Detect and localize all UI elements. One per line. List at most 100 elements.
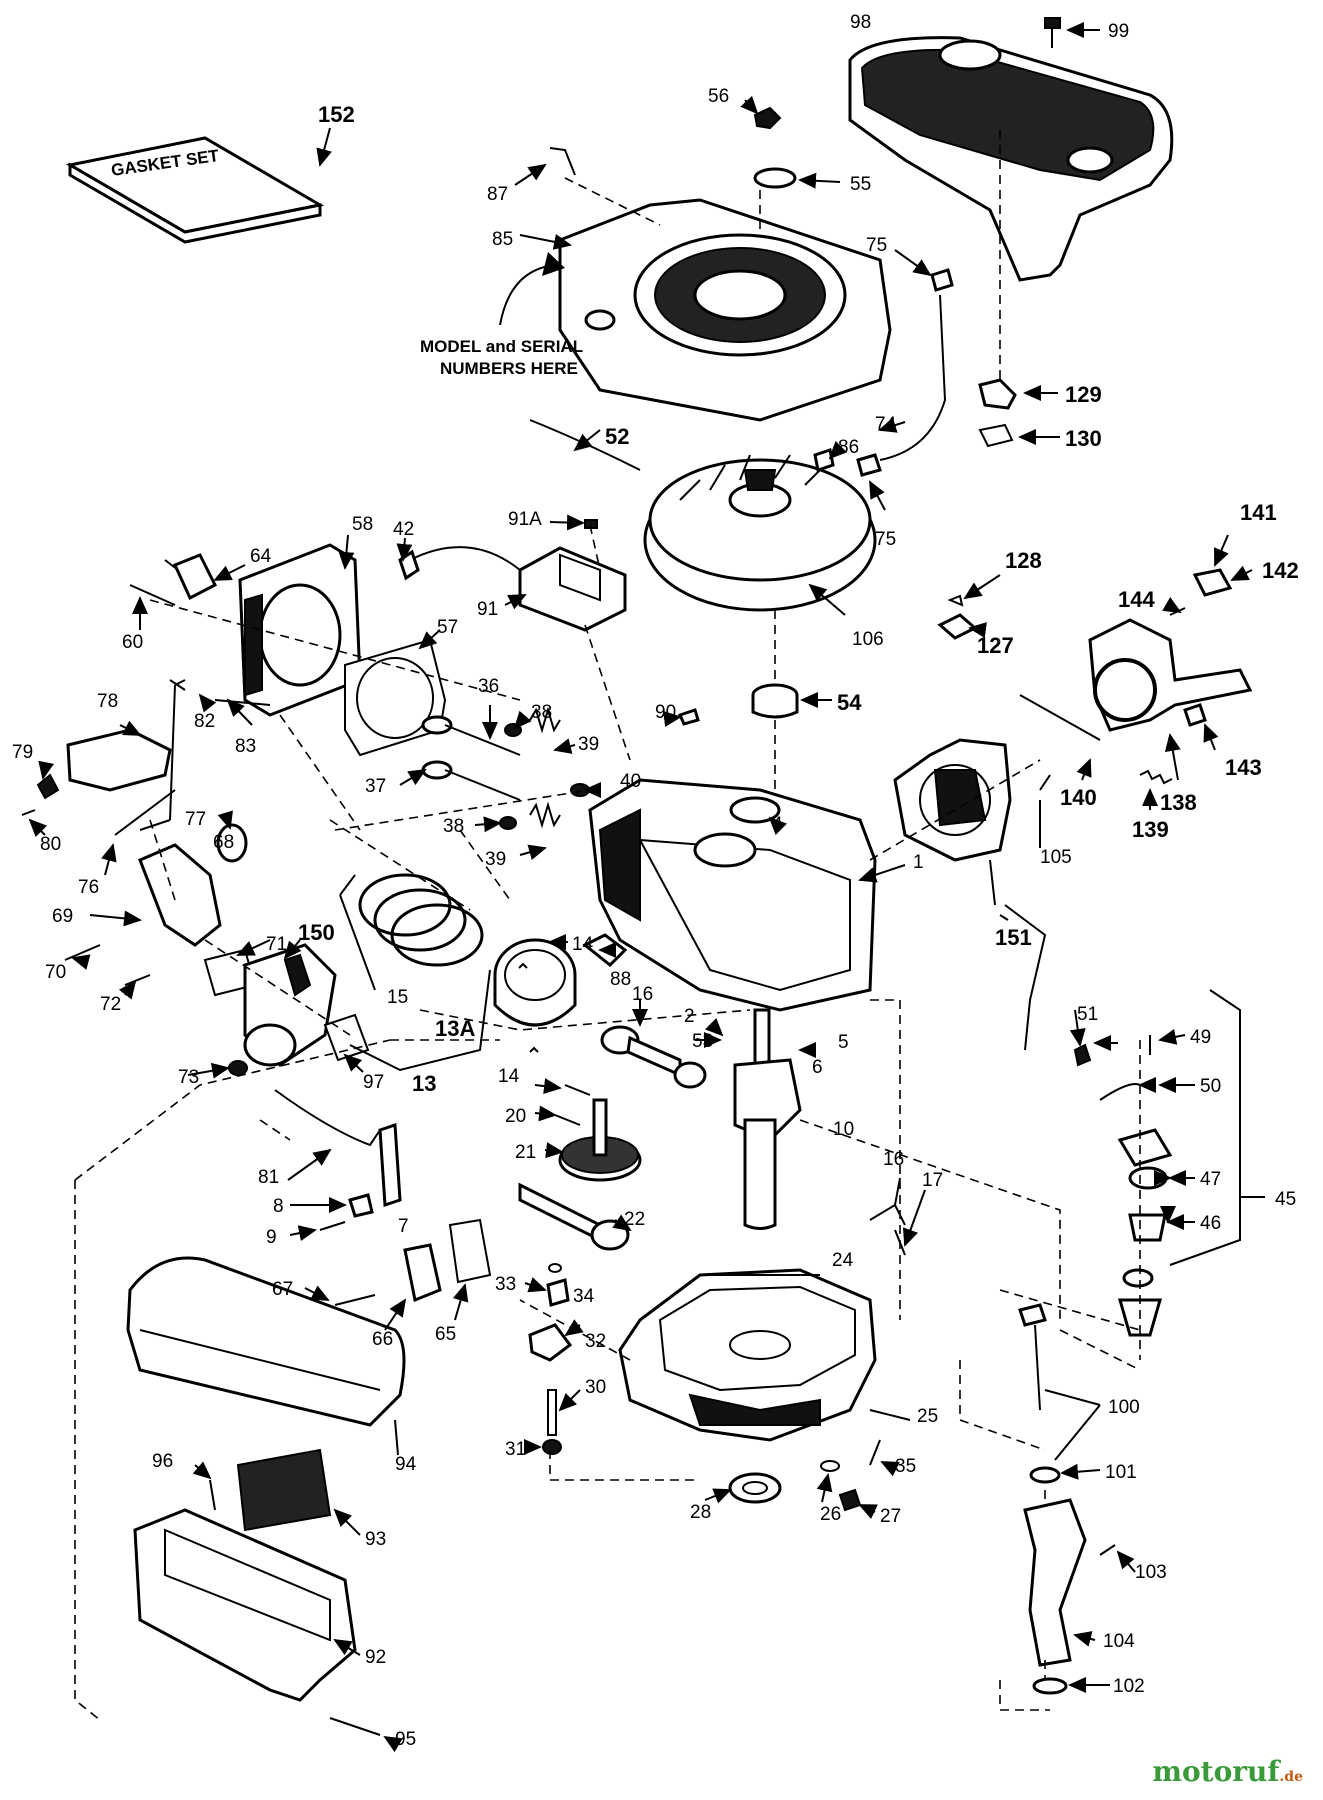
clip-75 xyxy=(930,268,954,292)
part-number-labels: 152 98 99 56 55 87 85 75 129 130 74 52 8… xyxy=(12,12,1299,1750)
label-5: 5 xyxy=(838,1032,849,1053)
label-91A: 91A xyxy=(508,509,542,530)
label-95: 95 xyxy=(395,1729,416,1750)
label-103: 103 xyxy=(1135,1562,1167,1583)
label-22: 22 xyxy=(624,1209,645,1230)
label-105: 105 xyxy=(1040,847,1072,868)
label-9: 9 xyxy=(266,1227,277,1248)
clip-51 xyxy=(1073,1043,1092,1067)
label-8: 8 xyxy=(273,1196,284,1217)
watermark: motoruf.de xyxy=(1152,1755,1303,1788)
head-gasket-57 xyxy=(344,638,447,757)
label-74: 74 xyxy=(875,414,897,435)
label-142: 142 xyxy=(1262,558,1299,583)
label-38a: 38 xyxy=(531,702,552,723)
label-70: 70 xyxy=(45,962,66,983)
label-97: 97 xyxy=(363,1072,384,1093)
assembly-dashed-lines xyxy=(74,130,1141,1721)
label-75a: 75 xyxy=(866,235,887,256)
washer-55 xyxy=(753,167,797,189)
blower-housing-part xyxy=(558,198,892,422)
label-80: 80 xyxy=(40,834,61,855)
clip-79 xyxy=(36,773,60,800)
label-129: 129 xyxy=(1065,382,1102,407)
pin-127 xyxy=(937,613,978,640)
link-81 xyxy=(274,1089,381,1147)
screws-20 xyxy=(554,1084,591,1126)
screw-86 xyxy=(813,448,835,472)
engine-cover-part xyxy=(848,36,1174,282)
label-82: 82 xyxy=(194,711,215,732)
link-76 xyxy=(114,789,176,836)
cylinder-head-part xyxy=(238,543,362,717)
label-16b: 16 xyxy=(883,1149,904,1170)
label-49: 49 xyxy=(1190,1027,1211,1048)
label-73: 73 xyxy=(178,1067,199,1088)
bolt-60 xyxy=(129,584,176,606)
adapter-47a xyxy=(1117,1128,1173,1167)
clip-8 xyxy=(348,1193,374,1218)
label-67: 67 xyxy=(272,1279,293,1300)
label-64: 64 xyxy=(250,546,272,567)
screw-96 xyxy=(209,1479,216,1511)
ball-34 xyxy=(548,1263,562,1273)
model-serial-note-2: NUMBERS HERE xyxy=(440,359,578,378)
label-53: 53 xyxy=(692,1031,713,1052)
label-13: 13 xyxy=(412,1071,436,1096)
label-139: 139 xyxy=(1132,817,1169,842)
tube-74 xyxy=(879,294,947,461)
retainer-38a xyxy=(504,723,522,737)
washer-26 xyxy=(820,1460,840,1472)
control-bracket-138 xyxy=(1088,618,1253,732)
bolt-35 xyxy=(869,1439,881,1466)
label-17: 17 xyxy=(922,1170,943,1191)
label-128: 128 xyxy=(1005,548,1042,573)
label-42: 42 xyxy=(393,519,414,540)
label-10: 10 xyxy=(833,1119,854,1140)
spring-39b xyxy=(529,801,561,829)
label-75b: 75 xyxy=(875,529,896,550)
control-bracket-78 xyxy=(66,728,172,792)
seal-28 xyxy=(728,1472,782,1504)
label-34: 34 xyxy=(573,1286,595,1307)
label-40: 40 xyxy=(620,771,641,792)
seal-102 xyxy=(1032,1677,1068,1695)
piston-13A xyxy=(493,938,577,1027)
leader-arrows xyxy=(28,22,1265,1753)
label-57: 57 xyxy=(437,617,458,638)
clip-14b xyxy=(529,1046,539,1053)
label-138: 138 xyxy=(1160,790,1197,815)
clip-128 xyxy=(947,594,964,607)
screw-70 xyxy=(64,944,101,961)
label-58: 58 xyxy=(352,514,373,535)
intake-manifold-69 xyxy=(138,843,222,947)
label-30: 30 xyxy=(585,1377,606,1398)
model-arrowhead xyxy=(542,252,565,276)
spring-39a xyxy=(529,706,561,734)
label-26: 26 xyxy=(820,1504,841,1525)
clip-143 xyxy=(1183,703,1207,727)
seal-47 xyxy=(1128,1166,1168,1190)
clip-90 xyxy=(677,708,700,726)
watermark-brand: motoruf xyxy=(1152,1755,1280,1788)
label-38b: 38 xyxy=(443,816,464,837)
air-cleaner-body-92 xyxy=(133,1508,357,1702)
label-68: 68 xyxy=(213,832,234,853)
label-127: 127 xyxy=(977,633,1014,658)
nut-56 xyxy=(753,106,782,130)
label-102: 102 xyxy=(1113,1676,1145,1697)
screw-103 xyxy=(1099,1544,1116,1556)
label-87: 87 xyxy=(487,184,508,205)
screw-91A xyxy=(584,519,598,529)
seal-130 xyxy=(978,423,1014,448)
bolt-95 xyxy=(329,1717,381,1736)
screw-72 xyxy=(124,974,151,986)
label-150: 150 xyxy=(298,920,335,945)
seal-46b xyxy=(1122,1268,1154,1288)
label-96: 96 xyxy=(152,1451,173,1472)
clip-14a xyxy=(518,962,528,969)
label-56: 56 xyxy=(708,86,729,107)
ignition-coil-part xyxy=(398,546,627,632)
seal-101 xyxy=(1029,1466,1061,1484)
